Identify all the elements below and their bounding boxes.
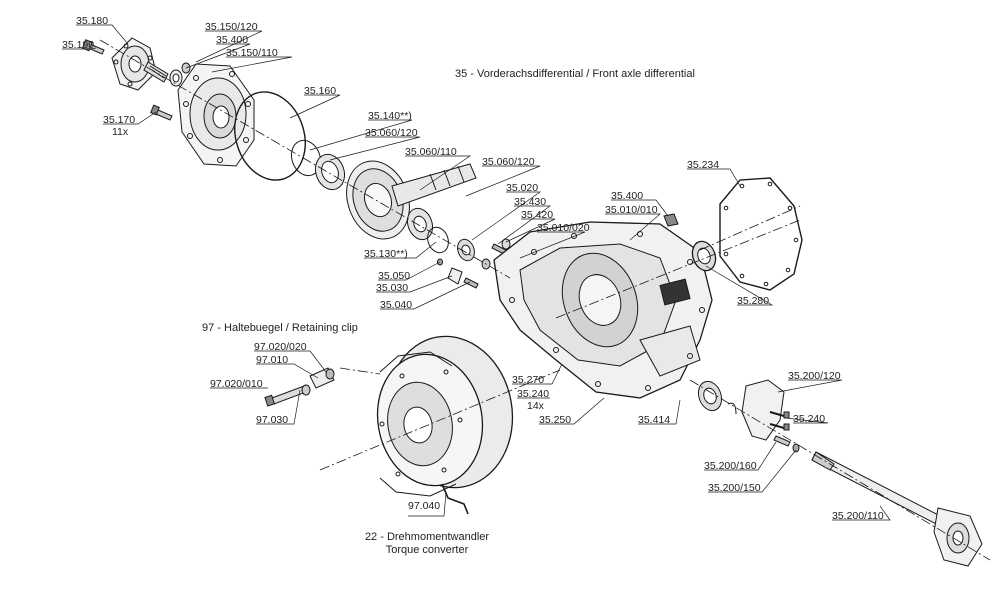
label-35-010-020: 35.010/020 bbox=[537, 222, 590, 234]
label-35-430: 35.430 bbox=[514, 196, 547, 208]
plate-35-200-120 bbox=[741, 379, 785, 441]
housing-35-010-010 bbox=[493, 221, 713, 399]
seal-35-020 bbox=[457, 238, 475, 262]
bearing-35-414 bbox=[697, 380, 737, 415]
label-35-240a-qty: 14x bbox=[527, 400, 544, 412]
label-35-020: 35.020 bbox=[506, 182, 539, 194]
flange-35-180 bbox=[111, 37, 169, 91]
label-35-030: 35.030 bbox=[376, 282, 409, 294]
label-35-240a: 35.240 bbox=[517, 388, 550, 400]
gasket-holes bbox=[723, 181, 799, 287]
label-35-200-110: 35.200/110 bbox=[832, 510, 884, 522]
label-97-020-020: 97.020/020 bbox=[254, 341, 307, 353]
label-35-060-120b: 35.060/120 bbox=[482, 156, 535, 168]
label-35-170: 35.170 bbox=[103, 114, 136, 126]
label-35-150-110: 35.150/110 bbox=[226, 47, 278, 59]
axis-lines bbox=[99, 39, 991, 561]
label-97-040: 97.040 bbox=[408, 500, 441, 512]
label-35-280: 35.280 bbox=[737, 295, 770, 307]
label-35-200-150: 35.200/150 bbox=[708, 482, 761, 494]
gasket-35-234 bbox=[719, 177, 803, 291]
title-front-axle-differential: 35 - Vorderachsdifferential / Front axle… bbox=[455, 68, 695, 80]
torque-converter bbox=[376, 335, 514, 497]
label-35-140: 35.140**) bbox=[368, 110, 412, 122]
oring-35-160 bbox=[234, 91, 306, 181]
label-35-060-120a: 35.060/120 bbox=[365, 127, 418, 139]
label-35-414: 35.414 bbox=[638, 414, 671, 426]
title-torque-converter-de: 22 - Drehmomentwandler bbox=[364, 531, 490, 543]
label-35-170-qty: 11x bbox=[112, 126, 129, 138]
label-35-040: 35.040 bbox=[380, 299, 413, 311]
label-35-050: 35.050 bbox=[378, 270, 411, 282]
label-35-234: 35.234 bbox=[687, 159, 720, 171]
plug-35-400b bbox=[663, 213, 679, 227]
label-35-010-010: 35.010/010 bbox=[605, 204, 658, 216]
shim-35-130 bbox=[427, 226, 449, 254]
label-35-180: 35.180 bbox=[76, 15, 109, 27]
label-97-030: 97.030 bbox=[256, 414, 289, 426]
cover-35-150-110 bbox=[177, 63, 255, 167]
label-35-400a: 35.400 bbox=[216, 34, 249, 46]
label-97-020-010: 97.020/010 bbox=[210, 378, 263, 390]
seal-35-280 bbox=[691, 240, 717, 272]
label-35-250: 35.250 bbox=[539, 414, 572, 426]
label-35-190: 35.190 bbox=[62, 39, 95, 51]
label-35-060-110: 35.060/110 bbox=[405, 146, 457, 158]
label-35-150-120: 35.150/120 bbox=[205, 21, 258, 33]
title-torque-converter-en: Torque converter bbox=[385, 544, 469, 556]
shim-35-140 bbox=[290, 139, 322, 177]
label-35-420: 35.420 bbox=[521, 209, 554, 221]
label-35-200-120: 35.200/120 bbox=[788, 370, 841, 382]
label-35-160: 35.160 bbox=[304, 85, 337, 97]
bolt-35-170 bbox=[150, 104, 173, 121]
bearing-35-060-120a bbox=[314, 153, 346, 191]
label-35-130: 35.130**) bbox=[364, 248, 408, 260]
clip-97-040 bbox=[441, 483, 469, 515]
label-35-400b: 35.400 bbox=[611, 190, 644, 202]
label-35-270: 35.270 bbox=[512, 374, 545, 386]
axle-shaft-35-200-110 bbox=[811, 451, 983, 567]
bolts-35-240b bbox=[769, 411, 790, 431]
label-97-010: 97.010 bbox=[256, 354, 289, 366]
parts-35-200-160-150 bbox=[773, 435, 800, 453]
ring-gear-35-060-110 bbox=[346, 160, 477, 240]
leader-lines bbox=[62, 24, 891, 521]
label-35-200-160: 35.200/160 bbox=[704, 460, 757, 472]
bearing-35-060-120b bbox=[406, 207, 434, 241]
title-retaining-clip: 97 - Haltebuegel / Retaining clip bbox=[202, 322, 358, 334]
clip-parts-97 bbox=[264, 367, 335, 407]
bolt-35-190 bbox=[81, 39, 105, 55]
small-parts-35-050-030-040 bbox=[437, 238, 511, 289]
label-35-240b: 35.240 bbox=[793, 413, 826, 425]
